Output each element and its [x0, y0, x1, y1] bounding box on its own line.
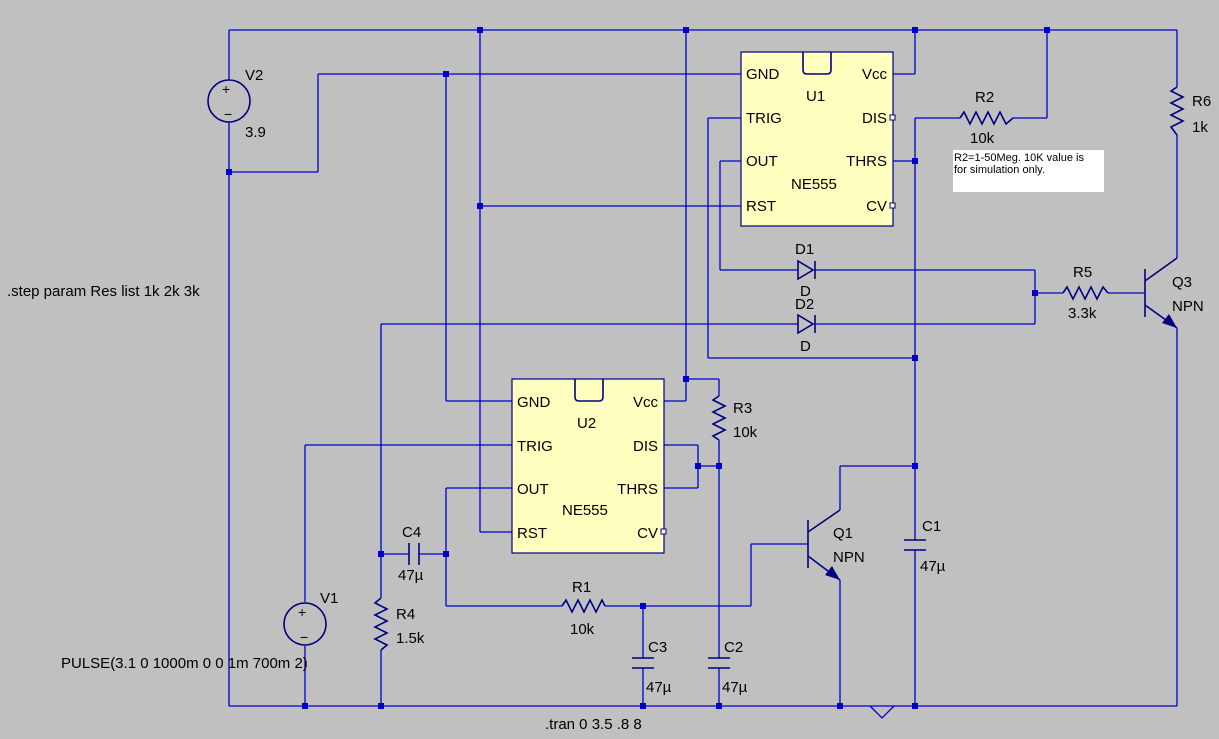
- diode-d1[interactable]: D1 D: [795, 241, 816, 300]
- capacitor-c1[interactable]: C1 47µ: [904, 518, 946, 575]
- v1-ref: V1: [320, 590, 338, 607]
- junctions: [226, 27, 1050, 709]
- resistor-r6[interactable]: R6 1k: [1169, 86, 1211, 136]
- u1-pin-rst: RST: [746, 198, 776, 215]
- u1-pin-trig: TRIG: [746, 110, 782, 127]
- q1-value: NPN: [833, 549, 865, 566]
- comment-note: R2=1-50Meg. 10K value is for simulation …: [953, 150, 1104, 192]
- capacitor-c4[interactable]: C4 47µ: [398, 524, 424, 584]
- capacitor-c3[interactable]: C3 47µ: [632, 639, 672, 696]
- u1-pin-thrs: THRS: [846, 153, 887, 170]
- voltage-source-v1[interactable]: + − V1 PULSE(3.1 0 1000m 0 0 1m 700m 2): [61, 590, 338, 672]
- voltage-source-v2[interactable]: + − V2 3.9: [207, 67, 266, 141]
- q3-value: NPN: [1172, 298, 1204, 315]
- u1-ref: U1: [806, 88, 825, 105]
- u2-pin-trig: TRIG: [517, 438, 553, 455]
- resistor-r4[interactable]: R4 1.5k: [373, 597, 425, 651]
- r2-ref: R2: [975, 89, 994, 106]
- svg-text:−: −: [300, 629, 308, 645]
- resistor-r3[interactable]: R3 10k: [711, 395, 758, 441]
- r1-ref: R1: [572, 579, 591, 596]
- c3-value: 47µ: [646, 679, 672, 696]
- resistor-icon: [1169, 86, 1185, 136]
- u2-pin-out: OUT: [517, 481, 549, 498]
- r3-ref: R3: [733, 400, 752, 417]
- r2-value: 10k: [970, 130, 995, 147]
- voltage-source-icon: [207, 79, 251, 123]
- svg-text:+: +: [222, 81, 230, 97]
- resistor-icon: [373, 597, 389, 651]
- resistor-icon: [959, 110, 1014, 126]
- r6-value: 1k: [1192, 119, 1208, 136]
- svg-text:−: −: [224, 106, 232, 122]
- u2-part: NE555: [562, 502, 608, 519]
- note-line-1: R2=1-50Meg. 10K value is: [954, 152, 1084, 164]
- transistor-q3[interactable]: Q3 NPN: [1144, 257, 1204, 329]
- r6-ref: R6: [1192, 93, 1211, 110]
- u2-pin-rst: RST: [517, 525, 547, 542]
- r4-value: 1.5k: [396, 630, 425, 647]
- capacitor-c2[interactable]: C2 47µ: [708, 639, 748, 696]
- r3-value: 10k: [733, 424, 758, 441]
- d1-value: D: [800, 283, 811, 300]
- v2-ref: V2: [245, 67, 263, 84]
- c3-ref: C3: [648, 639, 667, 656]
- resistor-r5[interactable]: R5 3.3k: [1062, 264, 1109, 322]
- d2-value: D: [800, 338, 811, 355]
- d1-ref: D1: [795, 241, 814, 258]
- transistor-q1[interactable]: Q1 NPN: [807, 509, 865, 581]
- r5-ref: R5: [1073, 264, 1092, 281]
- c2-value: 47µ: [722, 679, 748, 696]
- resistor-icon: [561, 598, 606, 614]
- diode-d2[interactable]: D2 D: [795, 296, 816, 355]
- q3-ref: Q3: [1172, 274, 1192, 291]
- c2-ref: C2: [724, 639, 743, 656]
- u2-pin-thrs: THRS: [617, 481, 658, 498]
- voltage-source-icon: [283, 602, 327, 646]
- v2-value: 3.9: [245, 124, 266, 141]
- c4-ref: C4: [402, 524, 421, 541]
- u2-ref: U2: [577, 415, 596, 432]
- c1-value: 47µ: [920, 558, 946, 575]
- tran-directive[interactable]: .tran 0 3.5 .8 8: [545, 716, 642, 733]
- wires: [228, 29, 1178, 707]
- ic-u1[interactable]: GND Vcc U1 TRIG DIS OUT THRS NE555 RST C…: [740, 51, 896, 227]
- ic-u2[interactable]: GND Vcc U2 TRIG DIS OUT THRS NE555 RST C…: [511, 378, 667, 554]
- diode-icon: [797, 259, 815, 281]
- u1-pin-dis: DIS: [862, 110, 887, 127]
- d2-ref: D2: [795, 296, 814, 313]
- ground-icon: [869, 705, 895, 719]
- resistor-icon: [1062, 285, 1109, 301]
- q1-ref: Q1: [833, 525, 853, 542]
- u2-pin-cv: CV: [637, 525, 658, 542]
- diode-icon: [797, 313, 815, 335]
- r4-ref: R4: [396, 606, 415, 623]
- c1-ref: C1: [922, 518, 941, 535]
- resistor-r2[interactable]: R2 10k: [959, 89, 1014, 147]
- svg-text:+: +: [298, 604, 306, 620]
- step-directive[interactable]: .step param Res list 1k 2k 3k: [7, 283, 200, 300]
- u2-pin-gnd: GND: [517, 394, 551, 411]
- u1-part: NE555: [791, 176, 837, 193]
- v1-value: PULSE(3.1 0 1000m 0 0 1m 700m 2): [61, 655, 308, 672]
- resistor-icon: [711, 395, 727, 441]
- u2-pin-dis: DIS: [633, 438, 658, 455]
- u1-pin-out: OUT: [746, 153, 778, 170]
- note-line-2: for simulation only.: [954, 164, 1045, 176]
- u2-pin-vcc: Vcc: [633, 394, 659, 411]
- c4-value: 47µ: [398, 567, 424, 584]
- r1-value: 10k: [570, 621, 595, 638]
- u1-pin-cv: CV: [866, 198, 887, 215]
- u1-pin-vcc: Vcc: [862, 66, 888, 83]
- resistor-r1[interactable]: R1 10k: [561, 579, 606, 638]
- u1-pin-gnd: GND: [746, 66, 780, 83]
- r5-value: 3.3k: [1068, 305, 1097, 322]
